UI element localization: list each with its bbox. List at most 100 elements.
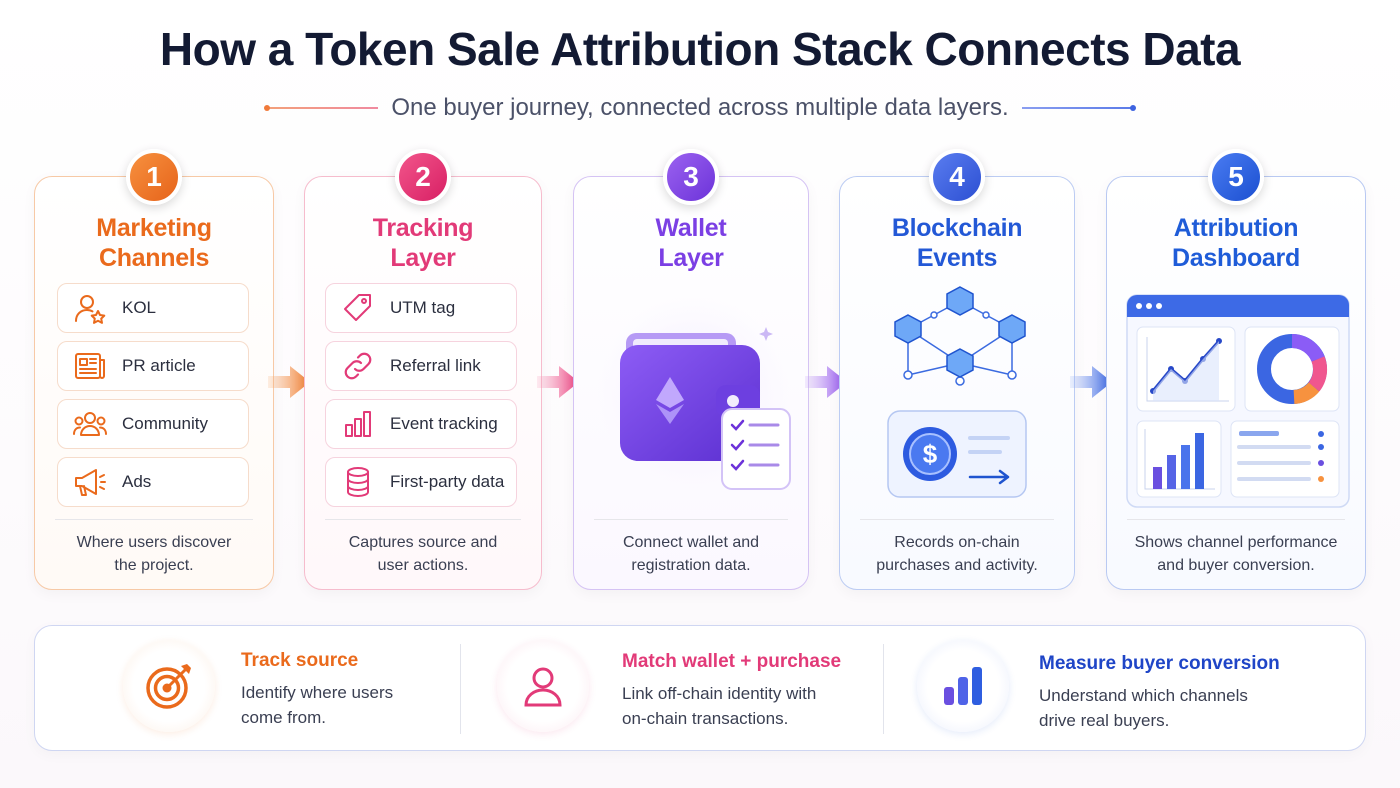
- step-description-line1: Connect wallet and: [622, 534, 760, 551]
- step-title-line2: Layer: [658, 244, 724, 272]
- outcome-text-line1: Identify where users: [241, 683, 394, 702]
- step-title-line1: Wallet: [655, 214, 727, 242]
- step-number-badge: 1: [126, 149, 182, 205]
- card-divider: [860, 519, 1054, 520]
- bar-chart-icon: [944, 667, 982, 705]
- step-title-line2: Channels: [98, 244, 210, 272]
- step-title: Wallet Layer: [574, 213, 808, 273]
- outcome-text: Link off-chain identity with on-chain tr…: [622, 681, 816, 731]
- svg-text:$: $: [923, 439, 938, 469]
- outcome-icon-circle: [123, 640, 215, 732]
- outcome-title: Match wallet + purchase: [622, 651, 842, 672]
- step-title-line1: Tracking: [372, 214, 474, 242]
- list-item-kol: KOL: [57, 283, 249, 333]
- list-item-label: PR article: [122, 356, 196, 375]
- outcome-icon-circle: [917, 640, 1009, 732]
- step-description-line1: Shows channel performance: [1134, 534, 1338, 551]
- kol-user-star-icon: [58, 283, 122, 333]
- list-item-first-party-data: First-party data: [325, 457, 517, 507]
- list-item-label: Community: [122, 414, 208, 433]
- list-item-label: Event tracking: [390, 414, 498, 433]
- step-description: Captures source and user actions.: [315, 531, 531, 577]
- outcomes-panel: Track source Identify where users come f…: [34, 625, 1366, 751]
- tag-icon: [326, 283, 390, 333]
- link-icon: [326, 341, 390, 391]
- newspaper-icon: [58, 341, 122, 391]
- list-item-label: KOL: [122, 298, 157, 317]
- outcome-text-line1: Link off-chain identity with: [622, 684, 817, 703]
- people-group-icon: [58, 399, 122, 449]
- step-title-line2: Layer: [390, 244, 456, 272]
- step-card-marketing-channels: 1 Marketing Channels KOL PR article: [34, 149, 274, 590]
- outcome-title: Measure buyer conversion: [1039, 653, 1280, 674]
- step-description-line1: Records on-chain: [894, 534, 1020, 551]
- database-icon: [326, 457, 390, 507]
- list-item-label: Referral link: [390, 356, 481, 375]
- step-description: Where users discover the project.: [45, 531, 263, 577]
- step-title: Tracking Layer: [305, 213, 541, 273]
- blockchain-cubes-dollar-icon: $: [887, 286, 1027, 498]
- list-item-label: UTM tag: [390, 298, 456, 317]
- outcome-icon-circle: [497, 640, 589, 732]
- outcome-text: Understand which channels drive real buy…: [1039, 683, 1248, 733]
- step-description-line1: Captures source and: [348, 534, 498, 551]
- step-description-line2: and buyer conversion.: [1157, 557, 1315, 574]
- outcome-separator: [460, 644, 461, 734]
- list-item-utm-tag: UTM tag: [325, 283, 517, 333]
- step-title-line1: Attribution: [1173, 214, 1299, 242]
- list-item-community: Community: [57, 399, 249, 449]
- step-description-line2: user actions.: [377, 557, 469, 574]
- list-item-referral-link: Referral link: [325, 341, 517, 391]
- list-item-ads: Ads: [57, 457, 249, 507]
- outcome-text: Identify where users come from.: [241, 680, 393, 730]
- card-divider: [594, 519, 788, 520]
- card-divider: [325, 519, 521, 520]
- outcome-text-line1: Understand which channels: [1039, 686, 1248, 705]
- step-title: Attribution Dashboard: [1107, 213, 1365, 273]
- page-title: How a Token Sale Attribution Stack Conne…: [159, 23, 1241, 75]
- step-card-tracking-layer: 2 Tracking Layer UTM tag Referral link E…: [304, 149, 542, 590]
- flow-arrow-icon: [537, 366, 579, 398]
- step-title: Blockchain Events: [840, 213, 1074, 273]
- step-number-badge: 2: [395, 149, 451, 205]
- step-description: Connect wallet and registration data.: [584, 531, 798, 577]
- step-description-line2: registration data.: [631, 557, 751, 574]
- step-description-line2: purchases and activity.: [876, 557, 1038, 574]
- step-number-badge: 5: [1208, 149, 1264, 205]
- step-card-wallet-layer: 3 Wallet Layer Connect wallet and regist…: [573, 149, 809, 590]
- step-title-line2: Events: [916, 244, 998, 272]
- flow-arrow-icon: [1070, 366, 1112, 398]
- dashboard-charts-icon: [1126, 294, 1350, 508]
- card-divider: [1127, 519, 1345, 520]
- flow-arrow-icon: [268, 366, 310, 398]
- megaphone-icon: [58, 457, 122, 507]
- user-icon: [524, 667, 562, 707]
- outcome-title: Track source: [241, 650, 359, 671]
- outcome-text-line2: drive real buyers.: [1039, 711, 1170, 730]
- step-description-line1: Where users discover: [76, 534, 232, 551]
- step-title: Marketing Channels: [35, 213, 273, 273]
- subtitle: One buyer journey, connected across mult…: [391, 94, 1009, 121]
- step-number-badge: 3: [663, 149, 719, 205]
- subtitle-row: One buyer journey, connected across mult…: [0, 94, 1400, 124]
- wallet-ethereum-checklist-icon: [597, 297, 791, 490]
- target-dart-icon: [146, 664, 191, 709]
- list-item-event-tracking: Event tracking: [325, 399, 517, 449]
- step-description: Records on-chain purchases and activity.: [850, 531, 1064, 577]
- list-item-label: First-party data: [390, 472, 505, 491]
- step-description: Shows channel performance and buyer conv…: [1117, 531, 1355, 577]
- step-number-badge: 4: [929, 149, 985, 205]
- step-title-line1: Marketing: [96, 214, 212, 242]
- outcome-text-line2: come from.: [241, 708, 327, 727]
- step-card-blockchain-events: 4 Blockchain Events $ Records on-chain p…: [839, 149, 1075, 590]
- outcome-separator: [883, 644, 884, 734]
- step-card-attribution-dashboard: 5 Attribution Dashboard Shows channel pe…: [1106, 149, 1366, 590]
- bar-chart-icon: [326, 399, 390, 449]
- step-title-line2: Dashboard: [1172, 244, 1300, 272]
- flow-arrow-icon: [805, 366, 847, 398]
- list-item-label: Ads: [122, 472, 152, 491]
- card-divider: [55, 519, 253, 520]
- list-item-pr-article: PR article: [57, 341, 249, 391]
- subtitle-right-line: [1022, 105, 1136, 111]
- step-title-line1: Blockchain: [891, 214, 1023, 242]
